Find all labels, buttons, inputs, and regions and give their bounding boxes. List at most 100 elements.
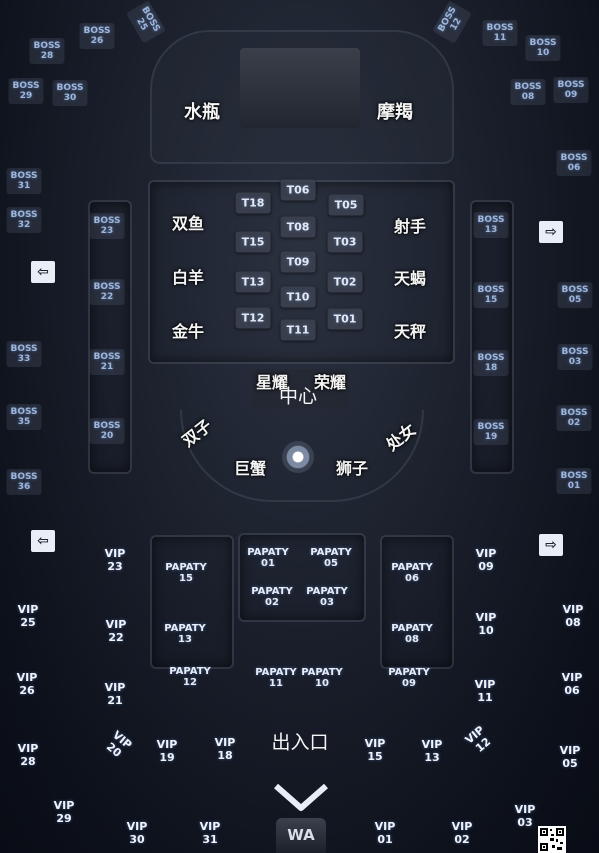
vip-seat-number: 22 <box>108 631 124 644</box>
table-t12[interactable]: T12 <box>235 307 271 329</box>
vip-seat-number: 09 <box>478 560 494 573</box>
vip-seat-prefix: VIP <box>126 820 148 833</box>
boss-seat-prefix: BOSS <box>93 216 121 226</box>
papaty-seat-number: 03 <box>320 597 334 608</box>
table-t10[interactable]: T10 <box>280 286 316 308</box>
table-t13[interactable]: T13 <box>235 271 271 293</box>
boss-seat-prefix: BOSS <box>93 421 121 431</box>
table-t03[interactable]: T03 <box>327 231 363 253</box>
table-t08[interactable]: T08 <box>280 216 316 238</box>
boss-seat-number: 20 <box>100 431 114 441</box>
zone-label-taurus: 金牛 <box>171 322 205 341</box>
table-t05[interactable]: T05 <box>328 194 364 216</box>
vip-seat-number: 29 <box>56 812 72 825</box>
vip-seat-prefix: VIP <box>364 737 386 750</box>
right-papaty-frame <box>380 535 454 669</box>
qr-code-icon <box>538 826 566 853</box>
table-t02[interactable]: T02 <box>327 271 363 293</box>
vip-seat-number: 06 <box>564 684 580 697</box>
center-arc <box>180 410 424 502</box>
boss-seat-prefix: BOSS <box>10 472 38 482</box>
papaty-seat-prefix: PAPATY <box>165 562 207 573</box>
table-t09[interactable]: T09 <box>280 251 316 273</box>
boss-seat-prefix: BOSS <box>514 82 542 92</box>
table-t11[interactable]: T11 <box>280 319 316 341</box>
table-t18[interactable]: T18 <box>235 192 271 214</box>
papaty-seat-number: 01 <box>261 558 275 569</box>
boss-seat-number: 30 <box>63 93 77 103</box>
papaty-seat-prefix: PAPATY <box>251 586 293 597</box>
table-t06[interactable]: T06 <box>280 179 316 201</box>
vip-seat-number: 03 <box>517 816 533 829</box>
table-t15[interactable]: T15 <box>235 231 271 253</box>
boss-seat-prefix: BOSS <box>561 285 589 295</box>
table-t01[interactable]: T01 <box>327 308 363 330</box>
boss-seat-prefix: BOSS <box>10 171 38 181</box>
